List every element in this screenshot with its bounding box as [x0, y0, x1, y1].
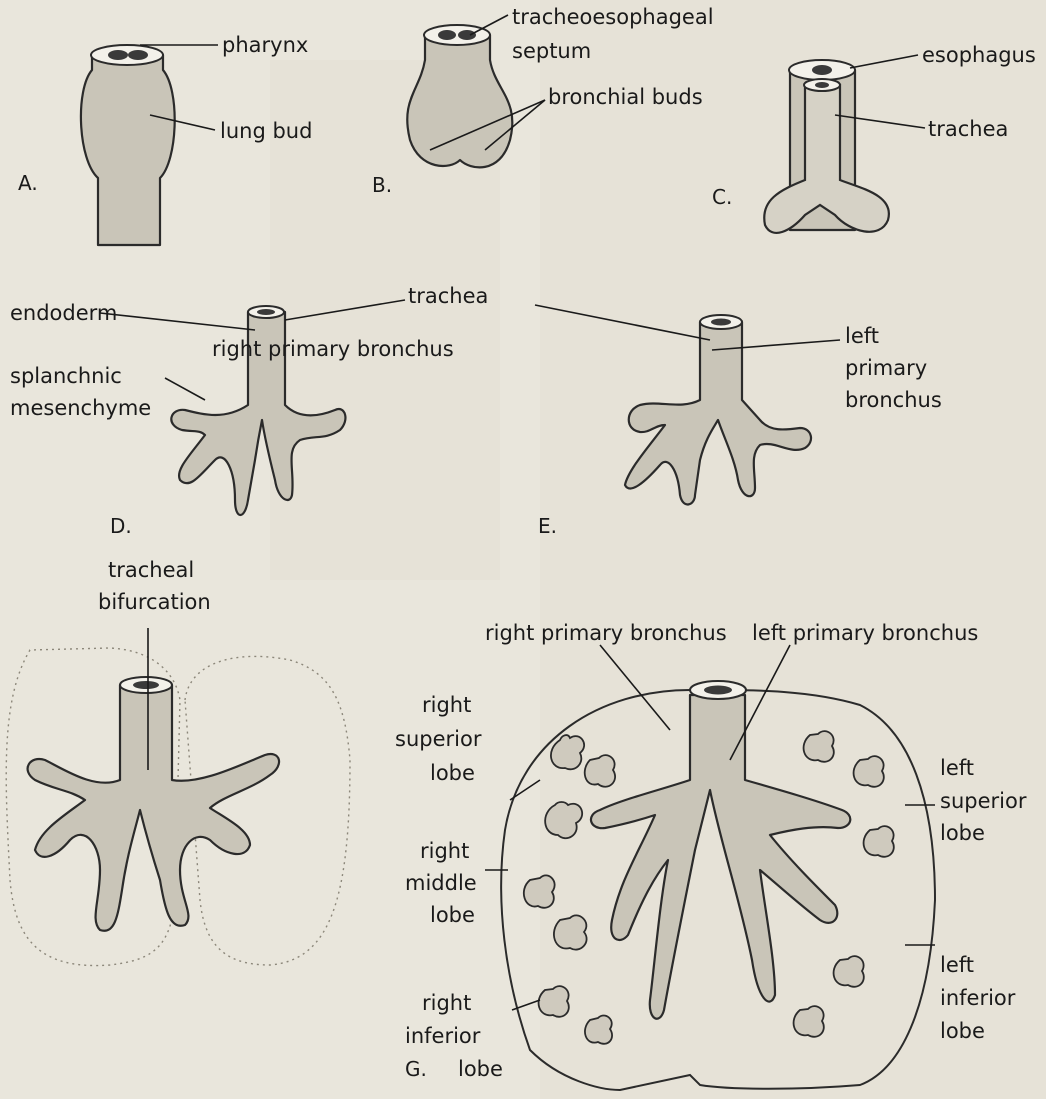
label-tracheal: tracheal: [108, 558, 194, 582]
leader-splanchnic: [165, 378, 205, 400]
panel-letter-g: G.: [405, 1057, 427, 1081]
label-left-inferior-1: left: [940, 953, 974, 977]
leader-endoderm: [100, 313, 255, 330]
label-right-inferior-1: right: [422, 991, 471, 1015]
label-left-e: left: [845, 324, 879, 348]
label-bronchus-e: bronchus: [845, 388, 942, 412]
panel-f-tracheal-bifurcation: [6, 628, 350, 966]
label-esophagus: esophagus: [922, 43, 1036, 67]
label-trachea-c: trachea: [928, 117, 1008, 141]
label-right-middle-3: lobe: [430, 903, 475, 927]
label-primary-e: primary: [845, 356, 927, 380]
bronchial-buds-shape: [407, 35, 512, 167]
label-right-inferior-2: inferior: [405, 1024, 481, 1048]
label-left-inferior-3: lobe: [940, 1019, 985, 1043]
panel-letter-c: C.: [712, 185, 732, 209]
panel-letter-e: E.: [538, 514, 557, 538]
label-endoderm: endoderm: [10, 301, 117, 325]
label-right-primary-bronchus-d: right primary bronchus: [212, 337, 454, 361]
label-pharynx: pharynx: [222, 33, 308, 57]
panel-a-lung-bud: [81, 45, 218, 245]
label-left-inferior-2: inferior: [940, 986, 1016, 1010]
label-right-superior-3: lobe: [430, 761, 475, 785]
leader-right-superior: [510, 780, 540, 800]
label-left-superior-3: lobe: [940, 821, 985, 845]
label-septum: septum: [512, 39, 591, 63]
panel-b-bronchial-buds: [407, 15, 545, 167]
lung-bud-shape: [81, 55, 175, 245]
label-left-superior-2: superior: [940, 789, 1027, 813]
label-left-primary-bronchus-g: left primary bronchus: [752, 621, 978, 645]
label-splanchnic: splanchnic: [10, 364, 122, 388]
label-right-middle-2: middle: [405, 871, 477, 895]
label-mesenchyme: mesenchyme: [10, 396, 151, 420]
label-tracheoesophageal: tracheoesophageal: [512, 5, 714, 29]
label-lung-bud: lung bud: [220, 119, 312, 143]
label-trachea-de: trachea: [408, 284, 488, 308]
label-right-superior-2: superior: [395, 727, 482, 751]
panel-letter-d: D.: [110, 514, 132, 538]
label-right-inferior-3: lobe: [458, 1057, 503, 1081]
panel-letter-b: B.: [372, 173, 392, 197]
label-right-superior-1: right: [422, 693, 471, 717]
label-right-middle-1: right: [420, 839, 469, 863]
label-bronchial-buds: bronchial buds: [548, 85, 703, 109]
label-bifurcation: bifurcation: [98, 590, 211, 614]
panel-letter-a: A.: [18, 171, 38, 195]
label-left-superior-1: left: [940, 756, 974, 780]
trachea-f: [28, 685, 279, 931]
label-right-primary-bronchus-g: right primary bronchus: [485, 621, 727, 645]
